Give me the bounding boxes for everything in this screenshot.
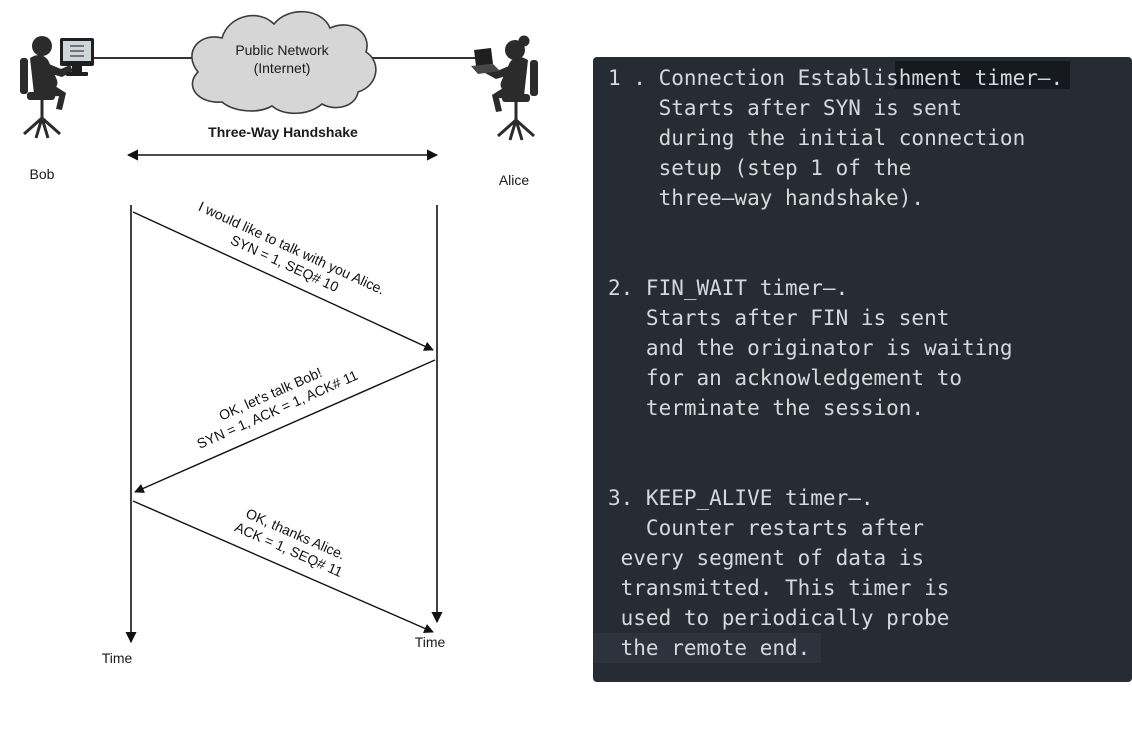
terminal-line: 3. KEEP_ALIVE timer—.	[608, 486, 874, 510]
terminal-line: setup (step 1 of the	[608, 156, 912, 180]
alice-label: Alice	[498, 172, 530, 188]
bob-label: Bob	[29, 166, 55, 182]
terminal-line: Starts after FIN is sent	[608, 306, 950, 330]
terminal-line: during the initial connection	[608, 126, 1026, 150]
terminal-line	[593, 453, 1132, 483]
terminal-line: Starts after SYN is sent	[608, 96, 963, 120]
alice-figure-icon	[485, 35, 538, 141]
cloud-label-line1: Public Network	[235, 42, 329, 58]
terminal-line: three—way handshake).	[608, 186, 925, 210]
handshake-diagram: Public Network (Internet) Bob Alice Thre…	[20, 10, 538, 666]
terminal-line	[593, 213, 1132, 243]
terminal-line: for an acknowledgement to	[608, 366, 963, 390]
terminal-line: transmitted. This timer is	[608, 576, 950, 600]
terminal-line: terminate the session.	[608, 396, 925, 420]
selection-highlight-light	[593, 633, 821, 663]
bob-figure-icon	[20, 36, 73, 139]
terminal-line: the remote end.	[608, 636, 811, 660]
time-label-left: Time	[101, 650, 133, 666]
terminal-line	[593, 423, 1132, 453]
terminal-line: 1 . Connection Establishment timer—.	[608, 66, 1064, 90]
handshake-diagram-art	[20, 10, 538, 644]
terminal-line	[593, 243, 1132, 273]
terminal-line: every segment of data is	[608, 546, 925, 570]
terminal-line: 2. FIN_WAIT timer—.	[608, 276, 849, 300]
handshake-label: Three-Way Handshake	[208, 124, 358, 140]
ack-arrow	[132, 500, 434, 633]
time-label-right: Time	[414, 634, 446, 650]
selection-highlight-dark	[895, 61, 1070, 89]
terminal-line: and the originator is waiting	[608, 336, 1013, 360]
syn-ack-arrow	[134, 359, 436, 493]
alice-laptop-icon	[471, 48, 500, 74]
cloud-label-line2: (Internet)	[253, 60, 311, 76]
terminal-line: used to periodically probe	[608, 606, 950, 630]
timers-notes-panel: 1 . Connection Establishment timer—. Sta…	[593, 57, 1132, 682]
terminal-line: Counter restarts after	[608, 516, 925, 540]
bob-computer-icon	[60, 38, 94, 76]
cloud-icon	[191, 10, 377, 115]
syn-arrow	[132, 211, 434, 351]
